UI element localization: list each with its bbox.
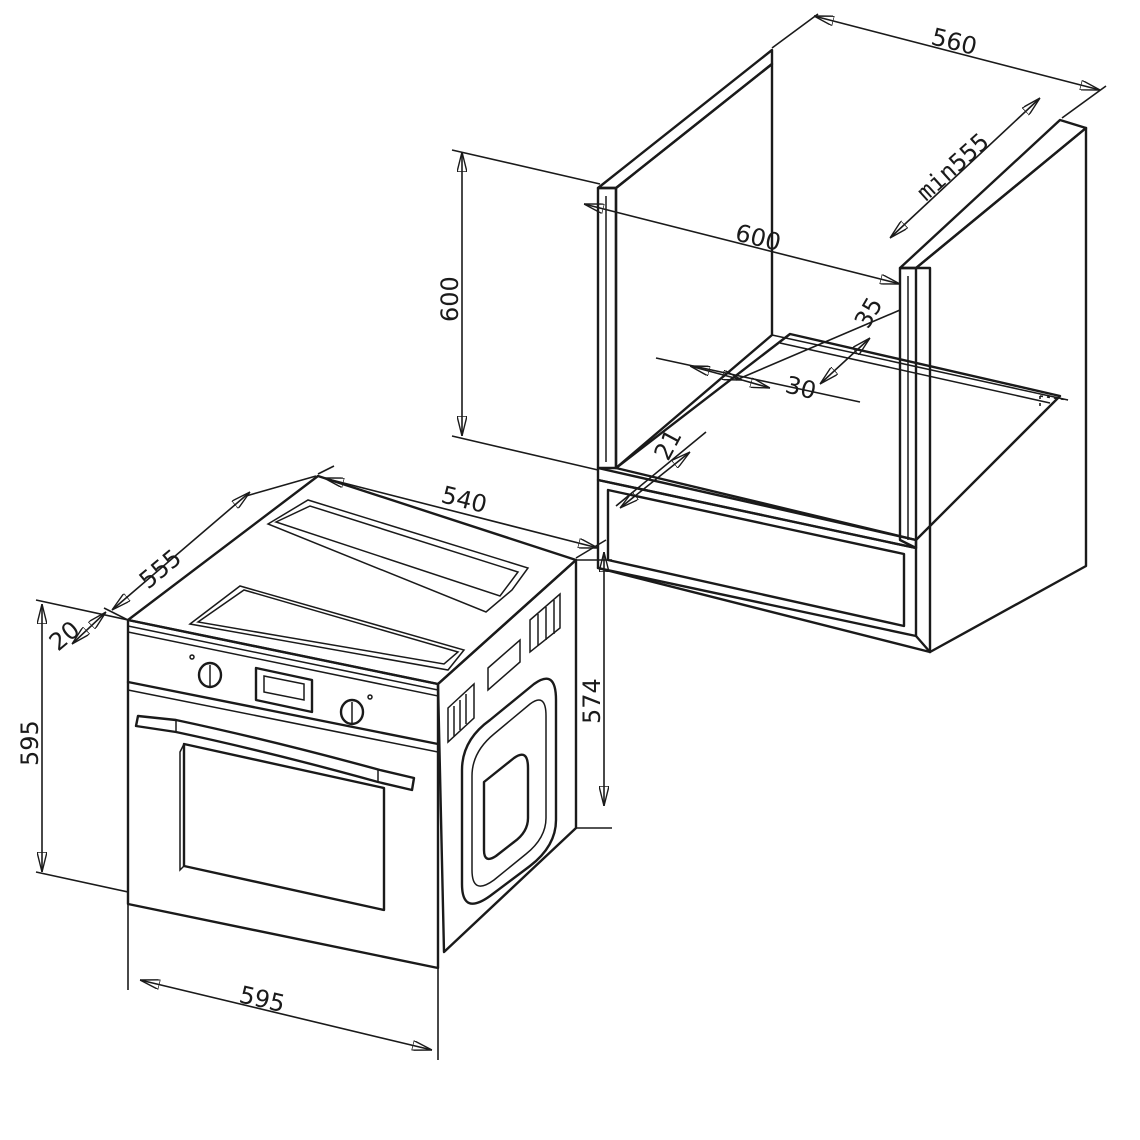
oven-door-window xyxy=(182,742,386,912)
dim-label-595-width: 595 xyxy=(237,981,288,1019)
cabinet xyxy=(596,48,1088,654)
dim-line-595-width xyxy=(140,980,432,1050)
cabinet-back-bottom-line xyxy=(771,334,1069,401)
ext-line xyxy=(735,309,901,381)
dim-line-30 xyxy=(690,365,742,381)
dim-line-30b xyxy=(741,380,770,389)
ext-line xyxy=(35,599,129,621)
ext-line xyxy=(317,465,335,475)
indicator-light xyxy=(189,654,195,660)
dim-line-555 xyxy=(112,492,250,610)
dim-label-35: 35 xyxy=(849,293,889,333)
indicator-light-2 xyxy=(367,694,373,700)
oven-front-lip xyxy=(127,625,439,697)
ext-line xyxy=(575,539,607,559)
ext-line xyxy=(35,871,129,893)
oven-top-panel-back-inner xyxy=(273,505,520,597)
oven-side-vents xyxy=(447,592,561,744)
ext-line xyxy=(451,435,599,471)
dim-line-min555 xyxy=(890,98,1040,238)
ext-line xyxy=(245,475,317,497)
oven xyxy=(126,474,578,970)
dim-label-20: 20 xyxy=(44,616,85,657)
dim-label-30: 30 xyxy=(783,371,819,406)
oven-door-window-edge xyxy=(179,743,185,872)
right-knob[interactable] xyxy=(339,698,365,726)
dim-line-540 xyxy=(324,477,598,549)
dim-line-35 xyxy=(820,338,870,384)
display-panel xyxy=(254,666,314,714)
dim-line-600-width xyxy=(584,203,900,285)
control-panel-divider xyxy=(126,680,440,746)
ext-line xyxy=(103,607,129,621)
oven-top-panel-back xyxy=(266,499,530,613)
dim-line-560 xyxy=(814,15,1100,91)
dim-label-595-height: 595 xyxy=(16,720,44,766)
dim-label-540: 540 xyxy=(439,481,490,519)
cabinet-hidden-edge xyxy=(1039,395,1069,401)
left-knob[interactable] xyxy=(197,661,223,689)
oven-side-window xyxy=(482,753,530,861)
ext-line xyxy=(655,357,861,403)
dim-label-574: 574 xyxy=(578,678,606,724)
cabinet-left-panel xyxy=(596,48,774,470)
oven-door-handle[interactable] xyxy=(134,714,416,792)
dim-label-560: 560 xyxy=(929,23,980,61)
ext-line xyxy=(1061,85,1107,119)
dim-label-600-width: 600 xyxy=(733,219,784,257)
oven-side-frame-inner xyxy=(471,699,547,887)
dim-label-600-height: 600 xyxy=(436,276,464,322)
ext-line xyxy=(451,149,601,185)
dim-line-21 xyxy=(620,452,690,508)
dim-line-20 xyxy=(72,612,106,644)
control-panel-divider-2 xyxy=(127,689,439,753)
oven-side-frame-outer xyxy=(460,677,558,905)
ext-line xyxy=(771,13,819,49)
